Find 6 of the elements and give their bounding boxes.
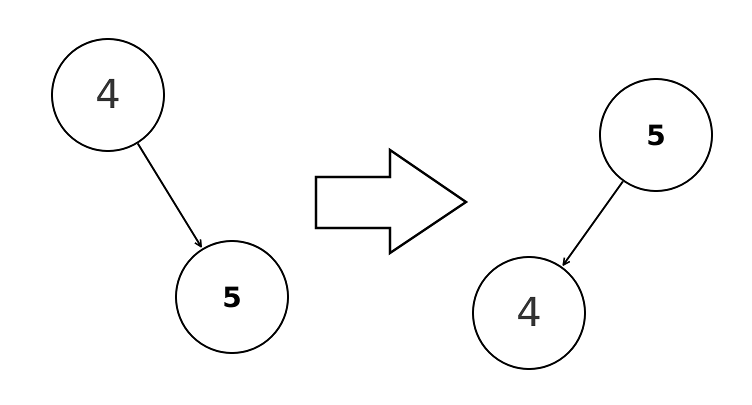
arrow [136, 143, 202, 248]
arrow [562, 180, 624, 266]
node-number: 4 [516, 290, 542, 336]
node-number: 5 [646, 118, 666, 152]
node-number: 5 [222, 280, 242, 314]
node-number: 4 [95, 72, 121, 118]
